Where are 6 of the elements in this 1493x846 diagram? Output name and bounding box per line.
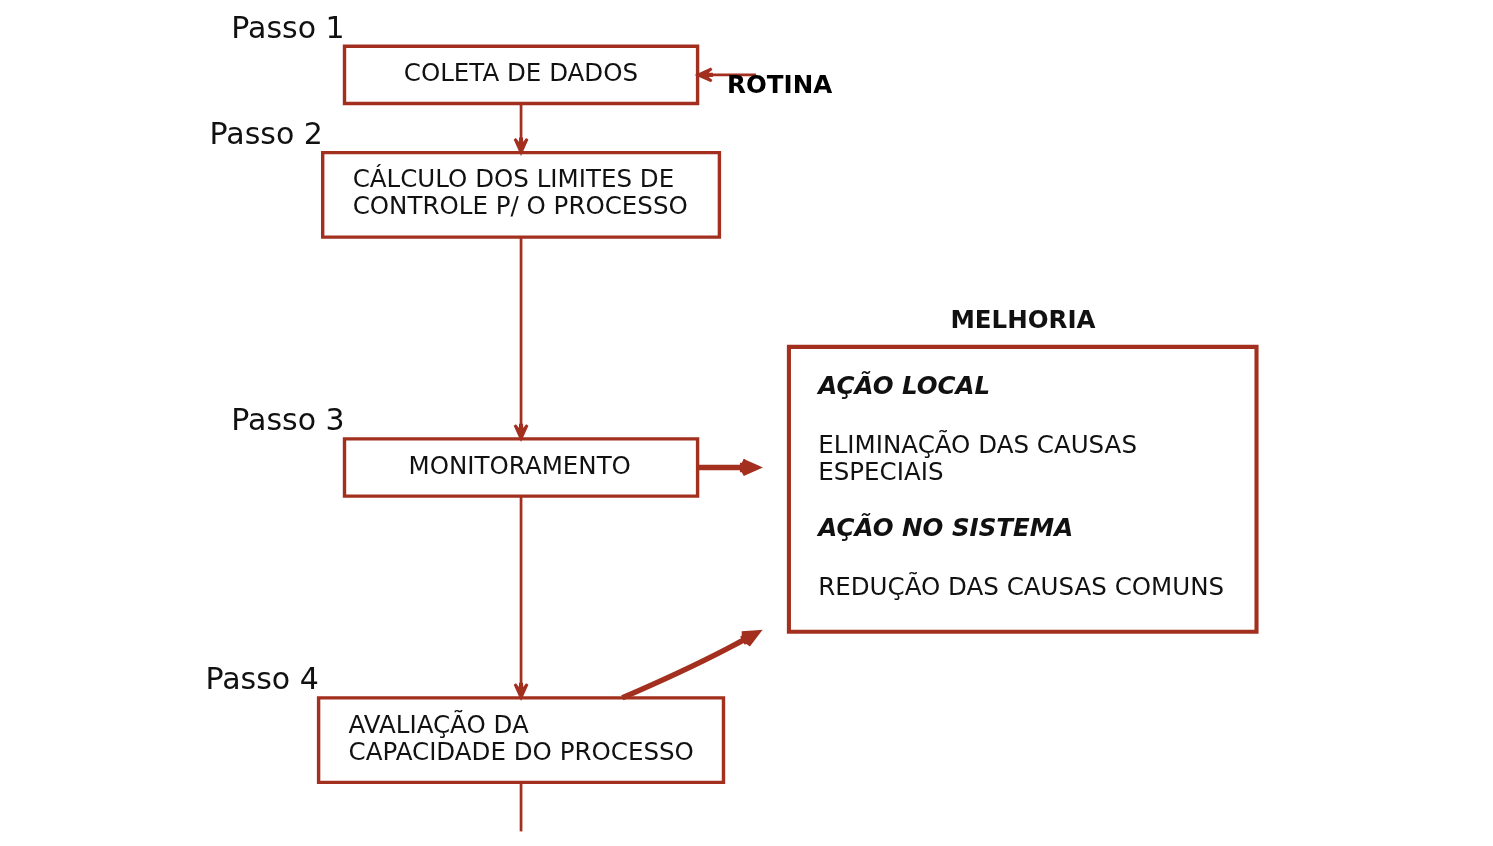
- edge-label: ROTINA: [726, 70, 832, 100]
- node-label: Passo 1: [230, 9, 345, 45]
- node-label: Passo 2: [209, 115, 323, 151]
- node-label: Passo 3: [230, 402, 345, 438]
- node-label: Passo 4: [204, 661, 319, 697]
- node-label: MELHORIA: [949, 304, 1096, 334]
